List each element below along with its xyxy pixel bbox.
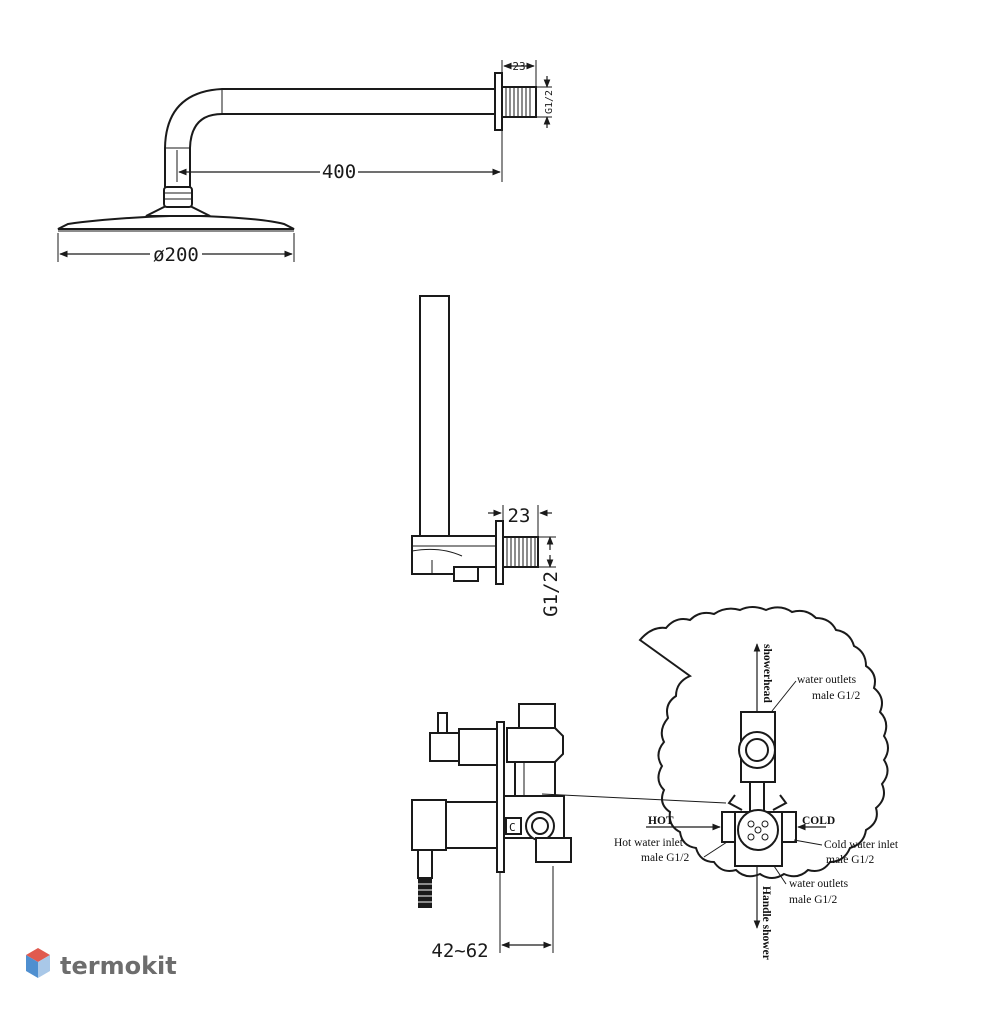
termokit-logo: termokit	[26, 948, 177, 980]
valve-cartridge-outer	[525, 811, 555, 841]
dim-thread-top: G1/2	[544, 90, 555, 114]
termokit-logo-text: termokit	[60, 952, 177, 980]
valve-detail-callout: showerhead water outlets male G1/2 HOT C…	[614, 606, 899, 960]
label-outlet-bottom-1: water outlets	[789, 878, 849, 890]
dim-thread-middle: G1/2	[540, 571, 562, 617]
vertical-rail	[419, 295, 450, 537]
wall-plate	[496, 721, 505, 873]
label-hot: HOT	[648, 815, 674, 827]
outlet-elbow-view: 23 G1/2	[411, 295, 562, 617]
wall-flange	[494, 72, 503, 131]
termokit-logo-icon	[26, 948, 50, 978]
label-cold-inlet-2: male G1/2	[826, 854, 874, 866]
dim-arm-length: 400	[322, 161, 356, 183]
hose-connector	[453, 566, 479, 582]
wall-flange-middle	[495, 520, 504, 585]
label-outlet-top-1: water outlets	[797, 674, 857, 686]
lever-handle-body	[411, 799, 447, 851]
mixer-valve-side-view: C 42~62	[411, 703, 727, 962]
label-outlet-bottom-2: male G1/2	[789, 894, 837, 906]
shower-arm	[164, 88, 500, 149]
valve-letter-c: C	[509, 821, 516, 834]
shower-head-plate	[57, 215, 295, 230]
lever-grip	[418, 878, 432, 908]
head-swivel-nut	[163, 186, 193, 208]
dim-flange-middle: 23	[508, 505, 531, 527]
shower-arm-view: 23 G1/2 400 ø200	[57, 60, 555, 266]
top-outlet-port	[738, 731, 776, 769]
label-handle-shower: Handle shower	[760, 886, 772, 960]
label-hot-inlet-1: Hot water inlet	[614, 837, 684, 849]
detail-cloud-outline	[638, 606, 889, 879]
label-cold-inlet-1: Cold water inlet	[824, 839, 899, 851]
label-hot-inlet-2: male G1/2	[641, 852, 689, 864]
dim-installation-depth: 42~62	[431, 940, 488, 962]
dim-flange-top: 23	[512, 60, 525, 73]
label-outlet-top-2: male G1/2	[812, 690, 860, 702]
dim-head-diameter: ø200	[153, 244, 199, 266]
label-cold: COLD	[802, 815, 835, 827]
diverter-knob	[429, 732, 460, 762]
threaded-connector	[501, 86, 537, 118]
threaded-connector-middle	[502, 536, 539, 568]
label-showerhead: showerhead	[761, 644, 773, 703]
